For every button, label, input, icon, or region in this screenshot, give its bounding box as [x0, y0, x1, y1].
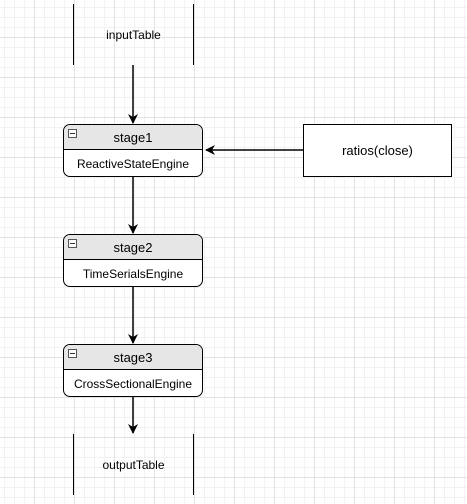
stage1-header: stage1	[64, 125, 202, 150]
stage1-engine: ReactiveStateEngine	[76, 157, 190, 171]
output-table-node[interactable]: outputTable	[73, 434, 194, 495]
ratios-label: ratios(close)	[342, 143, 413, 158]
stage1-node[interactable]: stage1 ReactiveStateEngine	[63, 124, 203, 177]
stage2-engine: TimeSerialsEngine	[82, 267, 184, 281]
input-table-node[interactable]: inputTable	[73, 4, 194, 65]
stage1-body: ReactiveStateEngine	[64, 150, 202, 176]
stage2-node[interactable]: stage2 TimeSerialsEngine	[63, 234, 203, 287]
collapse-icon[interactable]	[68, 129, 77, 138]
stage2-body: TimeSerialsEngine	[64, 260, 202, 286]
input-table-label: inputTable	[106, 27, 161, 42]
stage1-title: stage1	[113, 129, 153, 145]
output-table-label: outputTable	[102, 457, 165, 472]
stage2-title: stage2	[113, 239, 153, 255]
stage3-body: CrossSectionalEngine	[64, 370, 202, 396]
ratios-input-node[interactable]: ratios(close)	[303, 124, 452, 177]
collapse-icon[interactable]	[68, 349, 77, 358]
stage3-title: stage3	[113, 349, 153, 365]
stage2-header: stage2	[64, 235, 202, 260]
collapse-icon[interactable]	[68, 239, 77, 248]
stage3-node[interactable]: stage3 CrossSectionalEngine	[63, 344, 203, 397]
stage3-header: stage3	[64, 345, 202, 370]
stage3-engine: CrossSectionalEngine	[73, 377, 193, 391]
